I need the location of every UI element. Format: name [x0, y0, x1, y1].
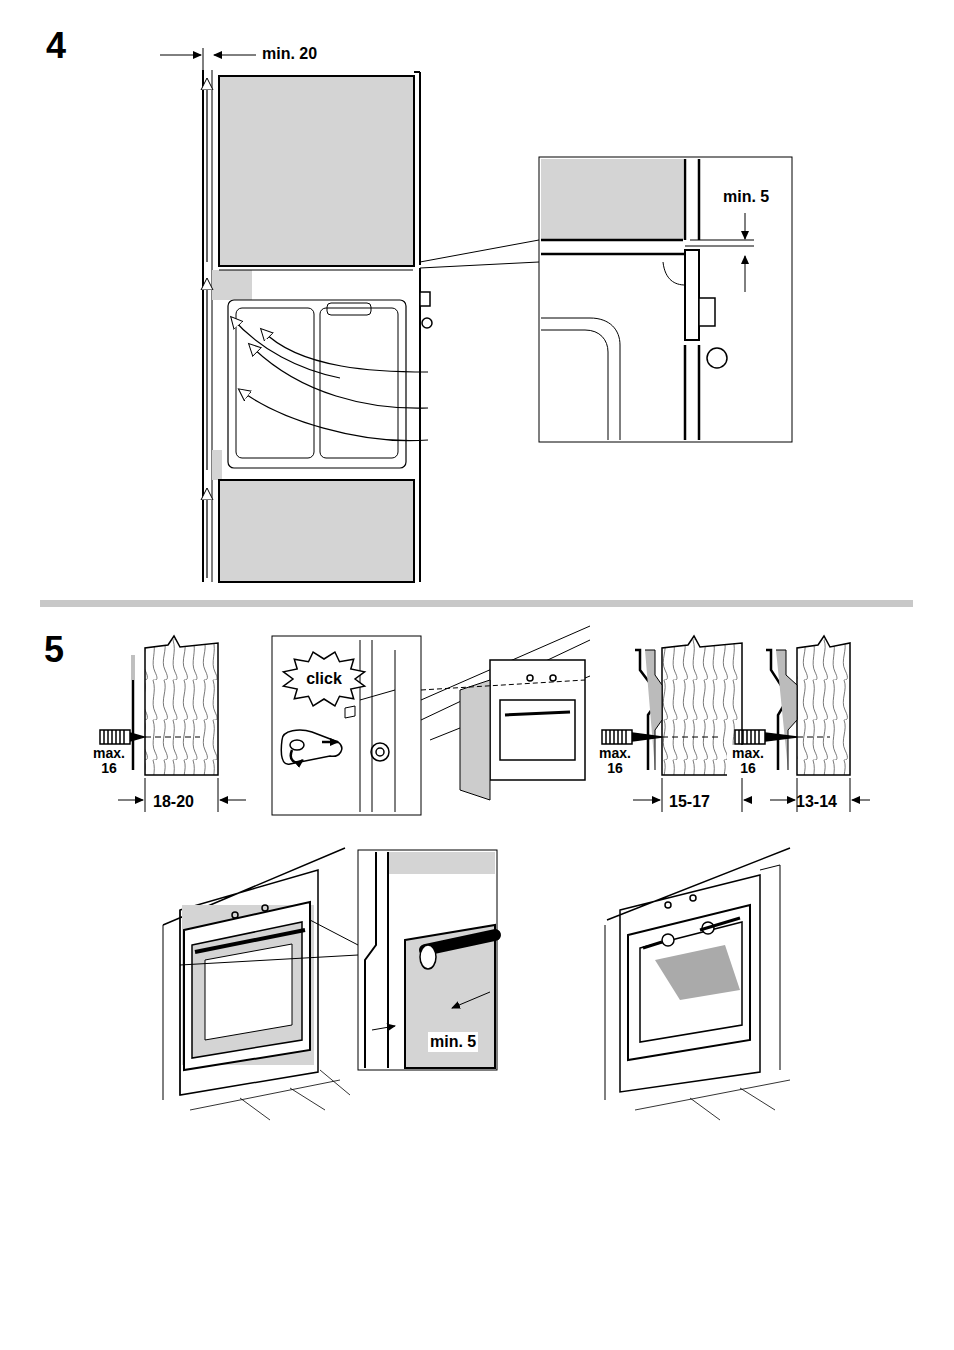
dimension-label: max. 16: [727, 745, 769, 778]
node-text: click: [306, 670, 342, 688]
click-starburst: click: [281, 650, 367, 708]
dimension-label: max. 16: [594, 745, 636, 778]
dimension-label: 15-17: [669, 793, 710, 811]
dimension-label: 13-14: [796, 793, 837, 811]
starburst-outline: [283, 652, 364, 706]
dimension-label: max. 16: [88, 745, 130, 778]
dimension-label: min. 20: [262, 45, 317, 63]
step-number: 5: [44, 630, 64, 670]
dimension-label: min. 5: [428, 1032, 478, 1052]
dimension-label: min. 5: [721, 187, 771, 207]
node-text-group: click: [306, 670, 342, 688]
step-number: 4: [46, 26, 66, 66]
dimension-label: 18-20: [153, 793, 194, 811]
